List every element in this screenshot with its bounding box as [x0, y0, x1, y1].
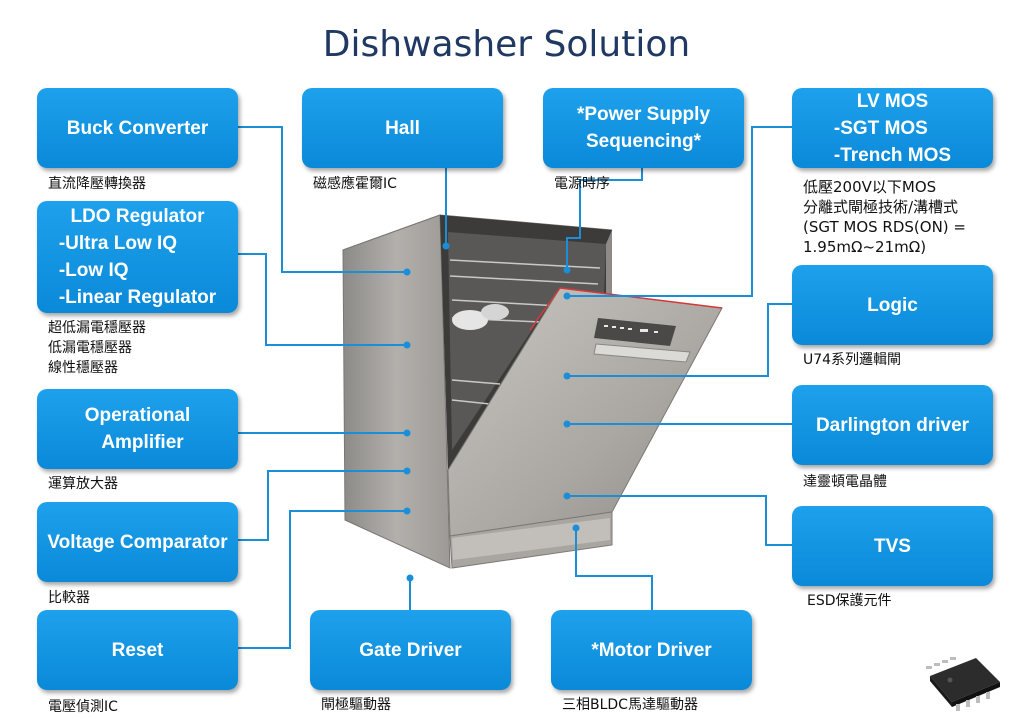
gate-driver-caption: 閘極驅動器	[321, 697, 391, 713]
opamp-line2: Amplifier	[101, 432, 184, 453]
motor-driver-box: *Motor Driver	[551, 610, 752, 690]
darlington-caption: 達靈頓電晶體	[803, 474, 887, 490]
logic-box: Logic	[792, 265, 993, 345]
lv-mos-box: LV MOS -SGT MOS -Trench MOS	[792, 88, 993, 168]
reset-box: Reset	[37, 610, 238, 690]
lv-mos-caption-line3: (SGT MOS RDS(ON) =	[803, 218, 966, 236]
logic-label: Logic	[867, 294, 918, 316]
ldo-caption: 超低漏電穩壓器 低漏電穩壓器 線性穩壓器	[48, 318, 146, 378]
connector-dots	[403, 242, 580, 582]
tvs-label: TVS	[874, 535, 911, 557]
ldo-caption-line3: 線性穩壓器	[48, 360, 118, 376]
lv-mos-line1: LV MOS	[856, 90, 929, 112]
opamp-box: Operational Amplifier	[37, 389, 238, 469]
tvs-caption: ESD保護元件	[807, 593, 892, 609]
lv-mos-caption-line2: 分離式閘極技術/溝槽式	[803, 198, 959, 216]
chip-icon	[926, 657, 1000, 711]
ldo-line3: -Low IQ	[58, 260, 129, 281]
ldo-caption-line1: 超低漏電穩壓器	[48, 320, 146, 336]
logic-caption: U74系列邏輯閘	[803, 352, 902, 368]
tvs-box: TVS	[792, 506, 993, 586]
lv-mos-caption-line4: 1.95mΩ~21mΩ)	[803, 238, 927, 256]
lv-mos-line3: -Trench MOS	[833, 144, 952, 166]
voltage-comparator-caption: 比較器	[48, 590, 90, 606]
power-sequencing-caption: 電源時序	[554, 176, 610, 192]
hall-label: Hall	[385, 117, 420, 139]
motor-driver-label: *Motor Driver	[591, 639, 712, 661]
ldo-regulator-box: LDO Regulator -Ultra Low IQ -Low IQ -Lin…	[37, 201, 238, 313]
reset-label: Reset	[111, 639, 164, 661]
hall-box: Hall	[302, 88, 503, 168]
lv-mos-line2: -SGT MOS	[833, 117, 928, 139]
ldo-caption-line2: 低漏電穩壓器	[48, 340, 132, 356]
dishwasher-illustration	[342, 214, 723, 569]
darlington-box: Darlington driver	[792, 385, 993, 465]
buck-converter-caption: 直流降壓轉換器	[48, 176, 146, 192]
power-sequencing-line2: Sequencing*	[585, 131, 702, 152]
reset-caption: 電壓偵測IC	[48, 699, 118, 715]
darlington-label: Darlington driver	[815, 414, 970, 436]
lv-mos-caption-line1: 低壓200V以下MOS	[803, 178, 937, 196]
lv-mos-caption: 低壓200V以下MOS 分離式閘極技術/溝槽式 (SGT MOS RDS(ON)…	[803, 177, 966, 257]
gate-driver-label: Gate Driver	[359, 639, 462, 661]
page-title: Dishwasher Solution	[322, 24, 691, 65]
voltage-comparator-box: Voltage Comparator	[37, 502, 238, 582]
buck-converter-label: Buck Converter	[66, 117, 209, 139]
ldo-line2: -Ultra Low IQ	[58, 233, 178, 254]
voltage-comparator-label: Voltage Comparator	[47, 531, 228, 553]
motor-driver-caption: 三相BLDC馬達驅動器	[562, 697, 698, 713]
opamp-line1: Operational	[84, 405, 191, 426]
power-sequencing-box: *Power Supply Sequencing*	[543, 88, 744, 168]
opamp-caption: 運算放大器	[48, 476, 118, 492]
hall-caption: 磁感應霍爾IC	[313, 176, 397, 192]
ldo-line1: LDO Regulator	[70, 206, 205, 227]
buck-converter-box: Buck Converter	[37, 88, 238, 168]
connector-lines	[238, 126, 792, 649]
power-sequencing-line1: *Power Supply	[576, 104, 711, 125]
gate-driver-box: Gate Driver	[310, 610, 511, 690]
ldo-line4: -Linear Regulator	[58, 287, 217, 308]
